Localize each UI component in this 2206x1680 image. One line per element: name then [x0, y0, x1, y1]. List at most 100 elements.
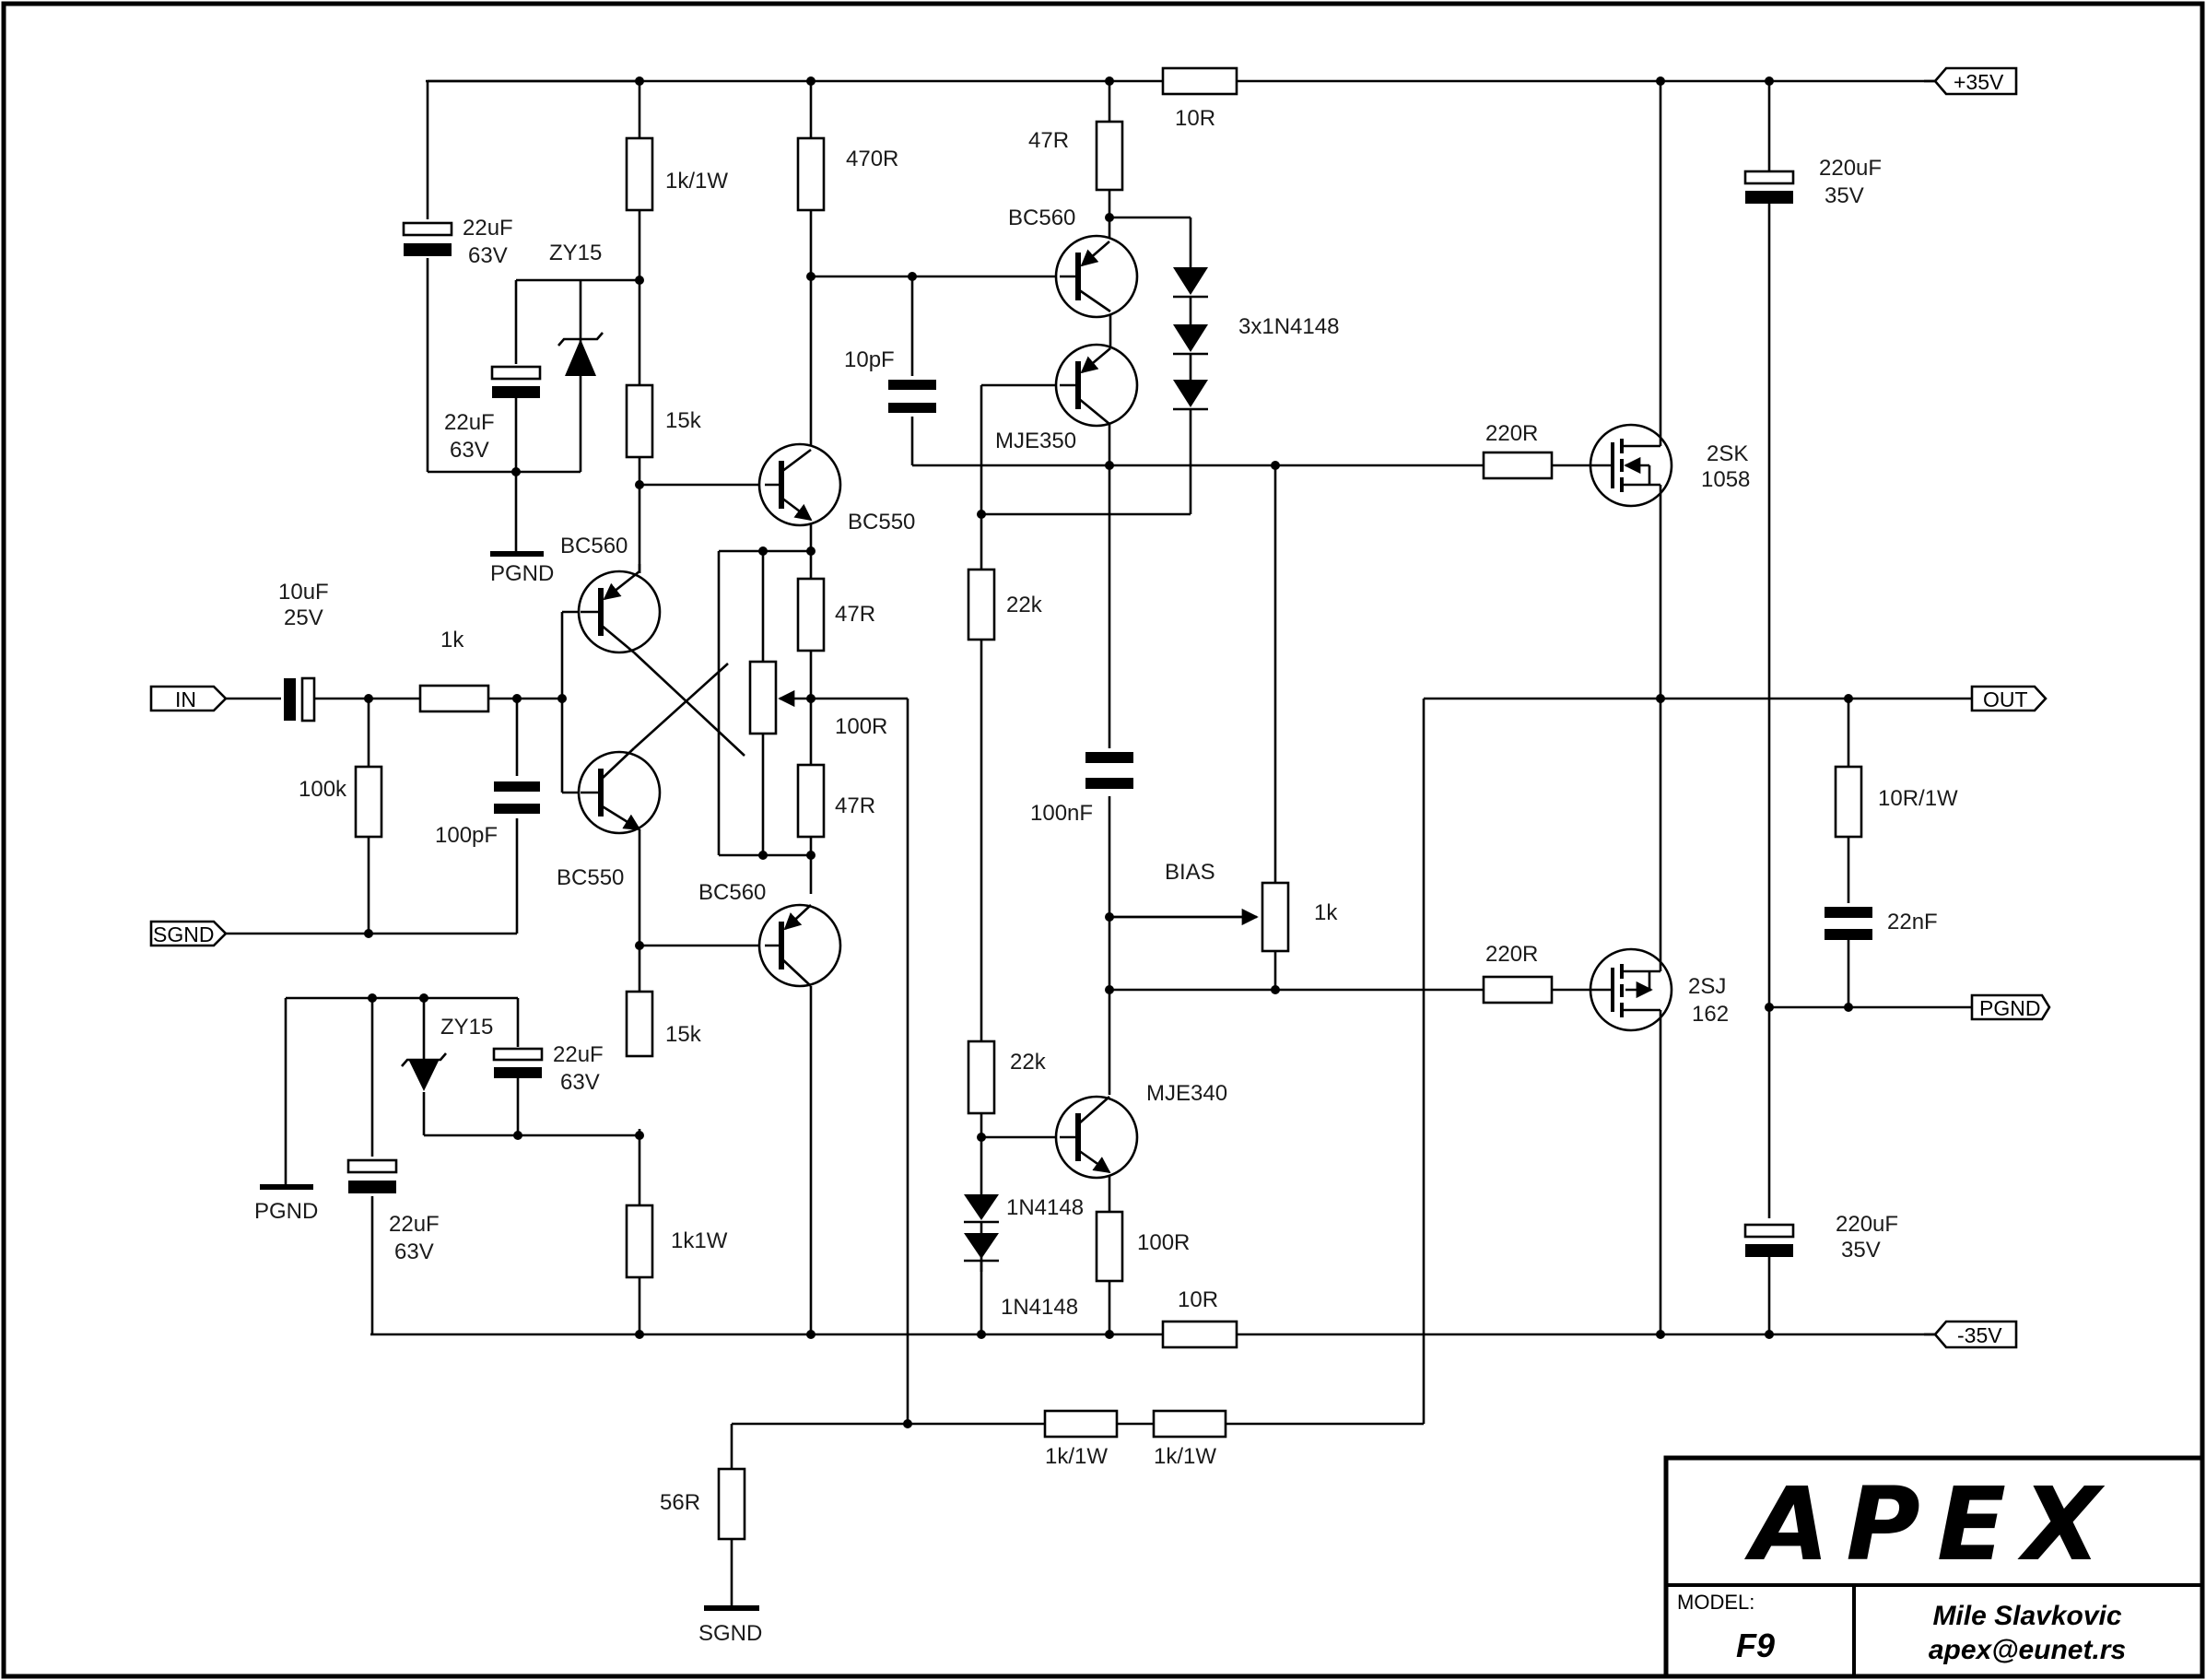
transistor-mje350	[1054, 343, 1139, 428]
label-220r-top: 220R	[1485, 421, 1538, 446]
resistor-1k1w-bot	[625, 1204, 654, 1279]
label-220uf-top-v: 35V	[1825, 183, 1864, 208]
label-2sj-a: 2SJ	[1688, 974, 1726, 999]
terminal-sgnd-text: SGND	[153, 922, 214, 946]
label-22uf-top: 22uF	[463, 216, 513, 241]
label-sgnd-bot: SGND	[698, 1621, 762, 1646]
label-pgnd-top: PGND	[490, 561, 554, 586]
label-22uf-bot2-v: 63V	[560, 1070, 600, 1095]
label-1k1w-fb2: 1k/1W	[1154, 1444, 1216, 1469]
capacitor-10pf	[888, 380, 936, 413]
mosfet-2sj162	[1587, 947, 1673, 1032]
capacitor-220uf-top	[1743, 170, 1795, 204]
label-22nf: 22nF	[1887, 910, 1938, 934]
capacitor-100pf	[494, 781, 540, 814]
label-15k-top: 15k	[665, 408, 702, 433]
resistor-220r-top	[1482, 451, 1554, 480]
resistor-1k-1w-top	[625, 136, 654, 212]
capacitor-22uf-bot-outer	[346, 1158, 398, 1193]
junction-dots	[364, 76, 1853, 1428]
label-zy15-top: ZY15	[549, 241, 602, 265]
label-mje350: MJE350	[995, 429, 1076, 453]
label-bc550-ltp: BC550	[557, 865, 624, 890]
resistor-15k-top	[625, 383, 654, 459]
transistor-bc560-low	[757, 903, 842, 988]
transistor-bc560-vas	[1054, 234, 1139, 319]
terminal-in[interactable]	[149, 685, 228, 712]
zener-diode-top	[557, 332, 604, 376]
label-10r-top: 10R	[1175, 106, 1215, 131]
mosfet-2sk1058	[1587, 423, 1673, 508]
resistor-15k-bot	[625, 990, 654, 1058]
label-100nf: 100nF	[1030, 801, 1093, 826]
terminal-out-text: OUT	[1983, 687, 2028, 711]
label-47r-a: 47R	[835, 602, 875, 627]
terminal-n35-text: -35V	[1957, 1323, 2002, 1347]
label-bc560-ltp: BC560	[560, 534, 628, 558]
label-2sj-b: 162	[1692, 1002, 1729, 1027]
terminal-n35[interactable]	[1933, 1320, 2018, 1349]
label-2sk-a: 2SK	[1707, 441, 1748, 466]
label-100pf: 100pF	[435, 823, 498, 848]
label-22uf-top2-v: 63V	[450, 438, 489, 463]
resistor-1k-1w-fb2	[1152, 1409, 1227, 1439]
terminal-p35-text: +35V	[1954, 70, 2004, 94]
label-22uf-bot: 22uF	[389, 1212, 440, 1237]
terminal-in-text: IN	[175, 687, 196, 711]
resistor-22k-bot	[967, 1040, 996, 1115]
label-3x1n4148: 3x1N4148	[1238, 314, 1339, 339]
label-1n4148-a: 1N4148	[1006, 1195, 1084, 1220]
label-220uf-top: 220uF	[1819, 156, 1882, 181]
label-1n4148-b: 1N4148	[1001, 1295, 1078, 1320]
resistor-220r-bot	[1482, 975, 1554, 1004]
resistor-100r-bot	[1095, 1210, 1124, 1283]
terminal-out[interactable]	[1970, 685, 2048, 712]
author-name: Mile Slavkovic	[1932, 1601, 2121, 1631]
label-10r-bot: 10R	[1178, 1287, 1218, 1312]
resistor-22k-top	[967, 568, 996, 641]
label-10uf: 10uF	[278, 580, 329, 605]
label-100k: 100k	[299, 777, 347, 802]
label-1k-in: 1k	[440, 628, 464, 652]
ground-sgnd-bot	[704, 1605, 759, 1611]
capacitor-22uf-top-inner	[490, 365, 542, 398]
transistor-bc560-ltp	[577, 570, 662, 654]
label-bc560-low: BC560	[698, 880, 766, 905]
terminal-sgnd[interactable]	[149, 920, 228, 947]
logo-apex: APEX	[1743, 1465, 2118, 1583]
model-value: F9	[1736, 1627, 1775, 1664]
resistor-10r-bot	[1161, 1320, 1238, 1349]
terminal-pgnd[interactable]	[1970, 993, 2051, 1021]
label-mje340: MJE340	[1146, 1081, 1227, 1106]
capacitor-22uf-top-left	[402, 221, 453, 256]
label-47r-top: 47R	[1028, 128, 1069, 153]
diode-1n4148-pair	[964, 1194, 999, 1272]
capacitor-22uf-bot-inner	[492, 1047, 544, 1078]
resistor-10r-top	[1161, 66, 1238, 96]
label-2sk-b: 1058	[1701, 467, 1750, 492]
label-1k-bias: 1k	[1314, 900, 1338, 925]
resistor-47r-b	[796, 763, 826, 839]
label-bc560-vas: BC560	[1008, 206, 1075, 230]
capacitor-100nf	[1085, 752, 1133, 789]
label-1k1w-bot: 1k1W	[671, 1228, 728, 1253]
author-email: apex@eunet.rs	[1929, 1635, 2126, 1665]
label-220r-bot: 220R	[1485, 942, 1538, 967]
label-22k-bot: 22k	[1010, 1050, 1047, 1075]
ground-pgnd-top	[490, 551, 544, 557]
label-10pf: 10pF	[844, 347, 895, 372]
capacitor-10uf	[284, 676, 316, 723]
label-100r-bot: 100R	[1137, 1230, 1190, 1255]
resistor-47r-top	[1095, 120, 1124, 192]
label-47r-b: 47R	[835, 793, 875, 818]
potentiometer-100r	[748, 660, 778, 735]
diode-string-3x1n4148	[1173, 267, 1208, 417]
zener-diode-bot	[401, 1052, 447, 1091]
components	[149, 66, 2051, 1611]
terminal-p35[interactable]	[1933, 66, 2018, 96]
transistor-bc550-ltp	[577, 747, 662, 835]
label-22uf-top-v: 63V	[468, 243, 508, 268]
label-470r: 470R	[846, 147, 898, 171]
